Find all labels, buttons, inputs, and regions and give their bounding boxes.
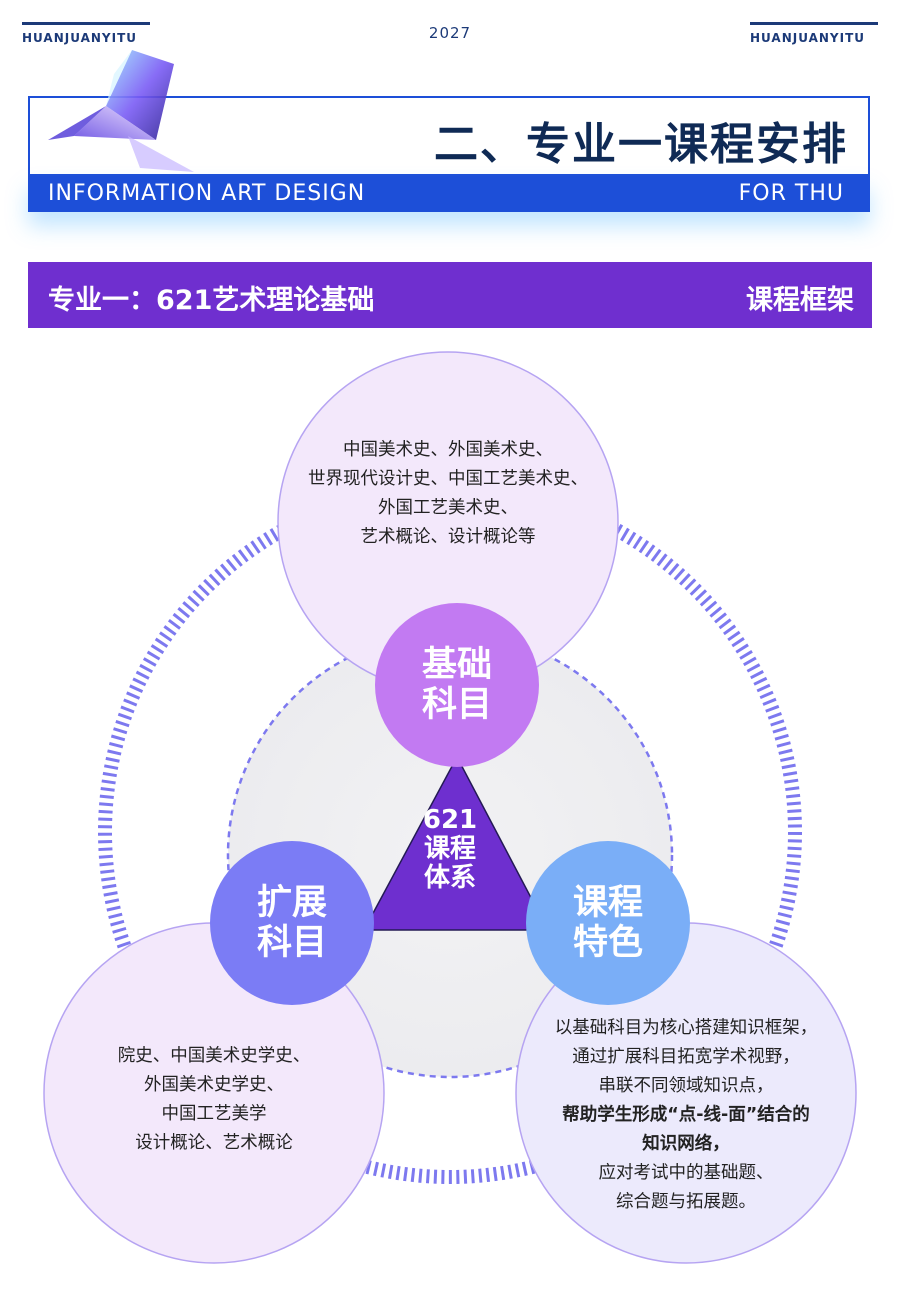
basic-line: 外国工艺美术史、: [248, 494, 648, 523]
features-description: 以基础科目为核心搭建知识框架， 通过扩展科目拓宽学术视野， 串联不同领域知识点，…: [536, 1014, 836, 1217]
hub-features-line: 课程: [526, 883, 690, 923]
extended-line: 设计概论、艺术概论: [74, 1129, 354, 1158]
features-line: 串联不同领域知识点，: [536, 1072, 836, 1101]
center-label: 621 课程 体系: [390, 806, 510, 893]
hub-extended-line: 科目: [210, 923, 374, 963]
page-title: 二、专业一课程安排: [434, 108, 848, 172]
features-line: 以基础科目为核心搭建知识框架，: [536, 1014, 836, 1043]
center-line: 课程: [390, 835, 510, 864]
header-band-right: FOR THU: [739, 181, 844, 206]
section-title: 专业一：621艺术理论基础: [48, 278, 374, 317]
crystal-decoration-icon: [44, 44, 204, 184]
section-tag: 课程框架: [746, 278, 854, 317]
course-diagram: 中国美术史、外国美术史、 世界现代设计史、中国工艺美术史、 外国工艺美术史、 艺…: [0, 340, 900, 1298]
hub-basic-label: 基础 科目: [375, 645, 539, 725]
basic-subjects-list: 中国美术史、外国美术史、 世界现代设计史、中国工艺美术史、 外国工艺美术史、 艺…: [248, 436, 648, 552]
center-line: 621: [390, 806, 510, 835]
hub-extended-line: 扩展: [210, 883, 374, 923]
features-line: 综合题与拓展题。: [536, 1188, 836, 1217]
features-line-emphasis: 帮助学生形成“点-线-面”结合的: [536, 1101, 836, 1130]
hub-features-label: 课程 特色: [526, 883, 690, 963]
basic-line: 中国美术史、外国美术史、: [248, 436, 648, 465]
brand-right-bar: [750, 22, 878, 25]
extended-line: 中国工艺美学: [74, 1100, 354, 1129]
center-line: 体系: [390, 864, 510, 893]
features-line: 通过扩展科目拓宽学术视野，: [536, 1043, 836, 1072]
hub-extended-label: 扩展 科目: [210, 883, 374, 963]
features-line-emphasis: 知识网络，: [536, 1130, 836, 1159]
extended-line: 外国美术史学史、: [74, 1071, 354, 1100]
header-band-left: INFORMATION ART DESIGN: [48, 181, 365, 206]
hub-basic-line: 科目: [375, 685, 539, 725]
brand-right-text: HUANJUANYITU: [750, 31, 865, 45]
extended-line: 院史、中国美术史学史、: [74, 1042, 354, 1071]
basic-line: 世界现代设计史、中国工艺美术史、: [248, 465, 648, 494]
features-line: 应对考试中的基础题、: [536, 1159, 836, 1188]
basic-line: 艺术概论、设计概论等: [248, 523, 648, 552]
extended-subjects-list: 院史、中国美术史学史、 外国美术史学史、 中国工艺美学 设计概论、艺术概论: [74, 1042, 354, 1158]
section-bar: 专业一：621艺术理论基础 课程框架: [28, 262, 872, 328]
hub-basic-line: 基础: [375, 645, 539, 685]
brand-right: HUANJUANYITU: [750, 22, 878, 45]
hub-features-line: 特色: [526, 923, 690, 963]
